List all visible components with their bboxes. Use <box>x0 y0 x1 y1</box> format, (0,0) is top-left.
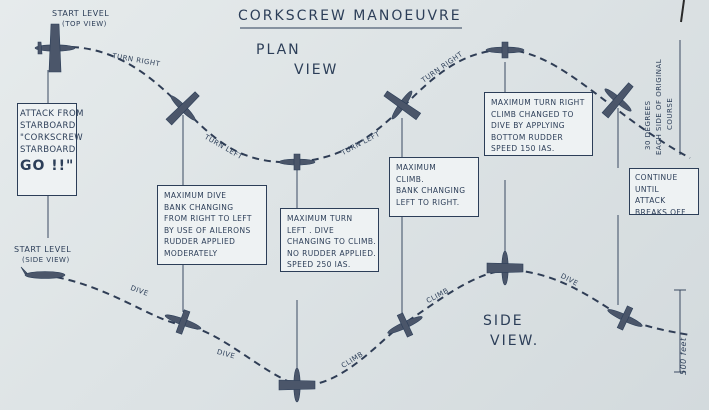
box-line: BANK CHANGING <box>396 186 466 195</box>
hanging-string <box>680 0 685 23</box>
attack-line: STARBOARD <box>20 145 76 155</box>
course-note-3: COURSE <box>666 97 674 130</box>
aircraft-side-view-top <box>486 250 524 286</box>
diagram-title: CORKSCREW MANOEUVRE <box>238 8 462 24</box>
box-line: NO RUDDER APPLIED. <box>287 248 377 258</box>
box-line: MODERATELY <box>164 248 218 258</box>
box-line: RUDDER APPLIED <box>164 237 236 246</box>
box-line: BOTTOM RUDDER <box>491 132 564 142</box>
box-line: CLIMB. <box>396 174 425 184</box>
course-note-1: 30 DEGREES <box>644 100 652 150</box>
aircraft-top-view-turn-right <box>485 41 525 59</box>
aircraft-side-view-dive <box>164 309 202 335</box>
side-view-heading: SIDE <box>483 313 524 329</box>
start-level-top-label: START LEVEL <box>52 9 110 18</box>
aircraft-top-view-bank-right <box>383 90 422 121</box>
maximum-turn-left-box: MAXIMUM TURN LEFT . DIVE CHANGING TO CLI… <box>280 208 379 272</box>
plan-view-heading-2: VIEW <box>294 62 339 78</box>
continue-until-attack-box: CONTINUE UNTIL ATTACK BREAKS OFF <box>629 168 699 217</box>
box-line: ATTACK <box>635 196 666 205</box>
start-level-side-sub: (SIDE VIEW) <box>22 256 70 264</box>
attack-line: STARBOARD <box>20 121 76 131</box>
box-line: MAXIMUM <box>396 163 437 172</box>
aircraft-side-view-climb <box>387 312 423 338</box>
box-line: FROM RIGHT TO LEFT <box>164 214 252 223</box>
side-view-heading-2: VIEW. <box>490 333 540 349</box>
aircraft-top-view-bank-left <box>165 91 200 126</box>
start-level-side-label: START LEVEL <box>14 245 72 254</box>
plan-view-heading: PLAN <box>256 42 301 58</box>
course-note-2: EACH SIDE OF ORIGINAL <box>655 58 663 155</box>
box-line: MAXIMUM DIVE <box>164 191 227 200</box>
box-line: SPEED 150 IAS. <box>491 144 555 153</box>
box-line: DIVE BY APPLYING <box>491 121 565 130</box>
box-line: LEFT . DIVE <box>287 225 335 235</box>
aircraft-side-view-bottom <box>278 367 316 403</box>
attack-line: "CORKSCREW <box>20 133 84 143</box>
maximum-turn-right-box: MAXIMUM TURN RIGHT CLIMB CHANGED TO DIVE… <box>484 92 593 156</box>
box-line: BANK CHANGING <box>164 202 234 212</box>
box-line: CHANGING TO CLIMB. <box>287 237 377 246</box>
box-line: LEFT TO RIGHT. <box>396 197 460 207</box>
maximum-dive-box: MAXIMUM DIVE BANK CHANGING FROM RIGHT TO… <box>157 185 267 265</box>
box-line: BY USE OF AILERONS <box>164 225 251 235</box>
box-line: BREAKS OFF <box>635 207 686 217</box>
attack-line: ATTACK FROM <box>20 109 84 119</box>
aircraft-top-view-turn-left <box>278 153 316 171</box>
aircraft-side-view-dive-2 <box>607 305 643 331</box>
height-note: 500 feet <box>679 337 688 375</box>
start-level-top-sub: (TOP VIEW) <box>62 20 107 28</box>
box-line: CLIMB CHANGED TO <box>491 109 574 119</box>
attack-go-line: GO !!" <box>20 158 75 174</box>
box-line: SPEED 250 IAS. <box>287 260 351 269</box>
aircraft-top-view-reverse <box>601 82 634 119</box>
attack-from-starboard-box: ATTACK FROM STARBOARD "CORKSCREW STARBOA… <box>17 103 84 196</box>
aircraft-side-view-start <box>20 266 66 279</box>
box-line: MAXIMUM TURN <box>287 214 353 223</box>
box-line: CONTINUE <box>635 173 678 182</box>
box-line: MAXIMUM TURN RIGHT <box>491 98 585 107</box>
maximum-climb-box: MAXIMUM CLIMB. BANK CHANGING LEFT TO RIG… <box>389 157 479 217</box>
box-line: UNTIL <box>635 184 660 194</box>
aircraft-top-view-start <box>34 23 76 73</box>
